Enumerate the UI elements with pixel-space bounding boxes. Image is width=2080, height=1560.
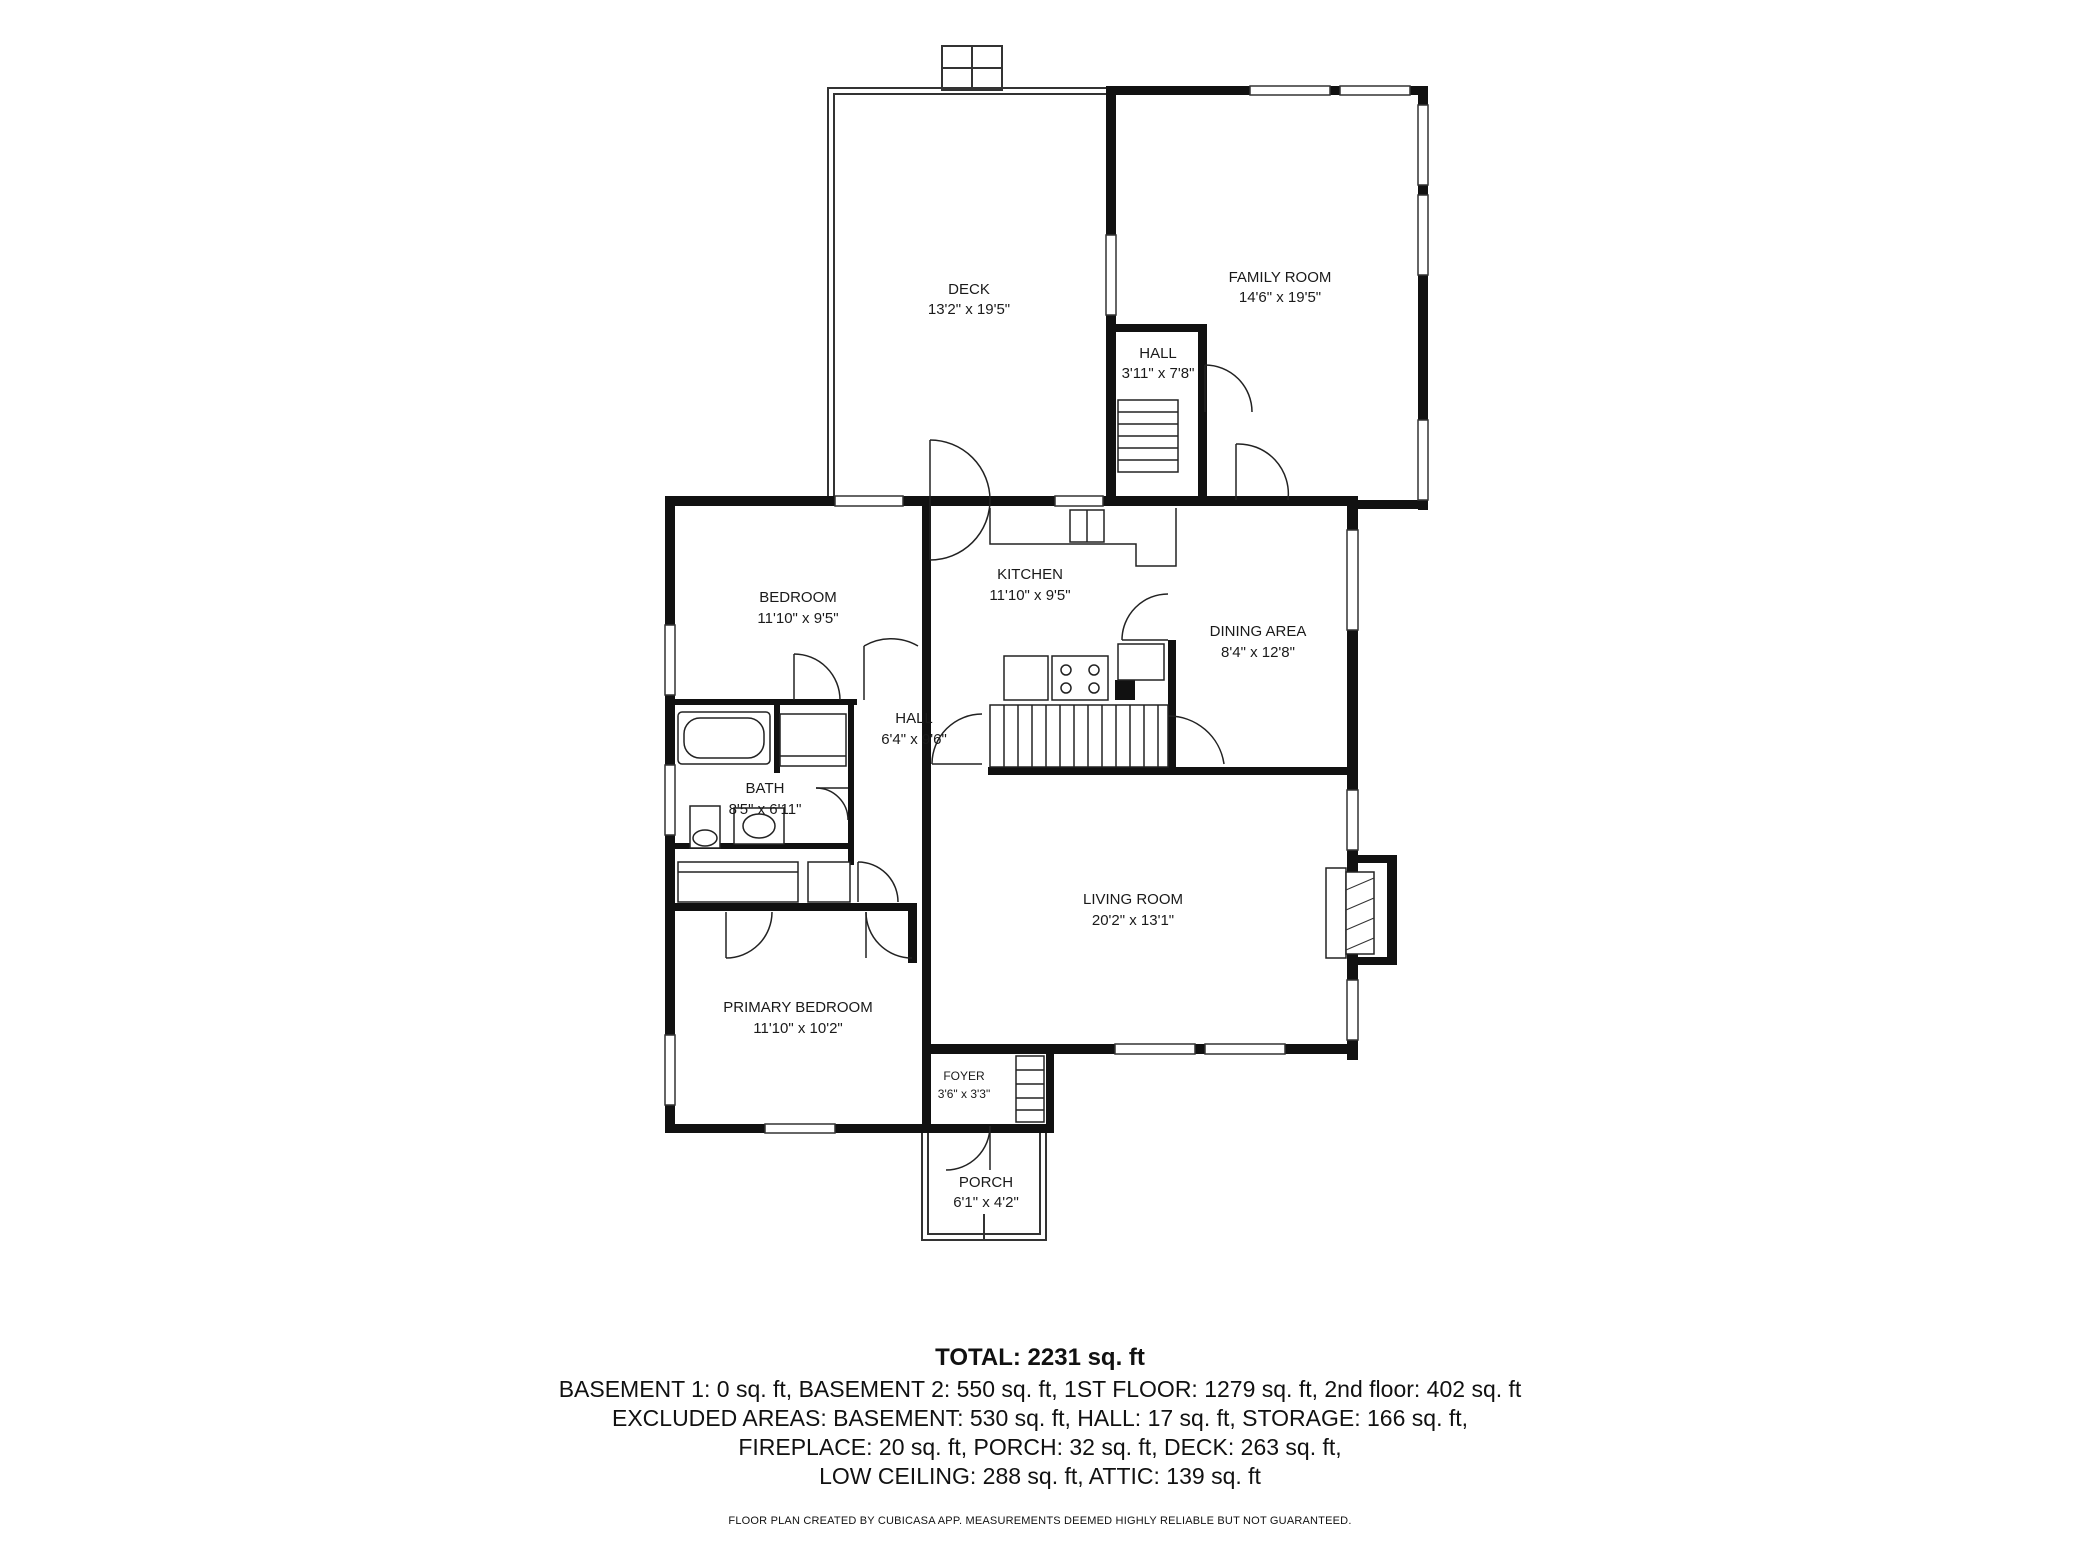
deck-outline — [827, 45, 1110, 502]
excluded-areas-line-3: LOW CEILING: 288 sq. ft, ATTIC: 139 sq. … — [819, 1463, 1261, 1489]
foyer-label: FOYER — [943, 1069, 985, 1083]
bedroom-label: BEDROOM — [759, 589, 837, 606]
deck-label: DECK — [948, 281, 990, 298]
total-area: TOTAL: 2231 sq. ft — [935, 1344, 1145, 1371]
living-room-dimensions: 20'2" x 13'1" — [1092, 912, 1174, 929]
porch-outline — [921, 1133, 1047, 1241]
bath-label: BATH — [746, 780, 785, 797]
primary-bedroom-label: PRIMARY BEDROOM — [723, 999, 872, 1016]
kitchen-fixtures — [989, 508, 1177, 701]
windows — [664, 85, 1429, 1134]
room-labels: DECK 13'2" x 19'5" FAMILY ROOM 14'6" x 1… — [723, 269, 1331, 1211]
floor-areas-line: BASEMENT 1: 0 sq. ft, BASEMENT 2: 550 sq… — [558, 1376, 1522, 1402]
kitchen-label: KITCHEN — [997, 566, 1063, 583]
family-room-dimensions: 14'6" x 19'5" — [1239, 289, 1321, 306]
fireplace — [1325, 867, 1375, 959]
kitchen-dimensions: 11'10" x 9'5" — [989, 587, 1070, 604]
bath-fixtures — [677, 711, 851, 903]
upper-hall-label: HALL — [1139, 345, 1177, 362]
dining-area-dimensions: 8'4" x 12'8" — [1221, 644, 1295, 661]
upper-hall-dimensions: 3'11" x 7'8" — [1122, 365, 1195, 382]
hall-dimensions: 6'4" x 9'6" — [881, 731, 947, 748]
disclaimer: FLOOR PLAN CREATED BY CUBICASA APP. MEAS… — [728, 1515, 1352, 1527]
porch-dimensions: 6'1" x 4'2" — [953, 1194, 1019, 1211]
bath-dimensions: 8'5" x 6'11" — [729, 801, 802, 818]
excluded-areas-line-2: FIREPLACE: 20 sq. ft, PORCH: 32 sq. ft, … — [738, 1434, 1342, 1460]
stairs — [989, 399, 1179, 1123]
family-room-label: FAMILY ROOM — [1229, 269, 1332, 286]
dining-area-label: DINING AREA — [1210, 623, 1307, 640]
living-room-label: LIVING ROOM — [1083, 891, 1183, 908]
primary-bedroom-dimensions: 11'10" x 10'2" — [753, 1020, 843, 1037]
doors — [725, 364, 1290, 1171]
excluded-areas-line: EXCLUDED AREAS: BASEMENT: 530 sq. ft, HA… — [611, 1405, 1469, 1431]
foyer-dimensions: 3'6" x 3'3" — [938, 1087, 990, 1101]
porch-label: PORCH — [959, 1174, 1013, 1191]
hall-label: HALL — [895, 710, 933, 727]
deck-dimensions: 13'2" x 19'5" — [928, 301, 1010, 318]
bedroom-dimensions: 11'10" x 9'5" — [757, 610, 838, 627]
